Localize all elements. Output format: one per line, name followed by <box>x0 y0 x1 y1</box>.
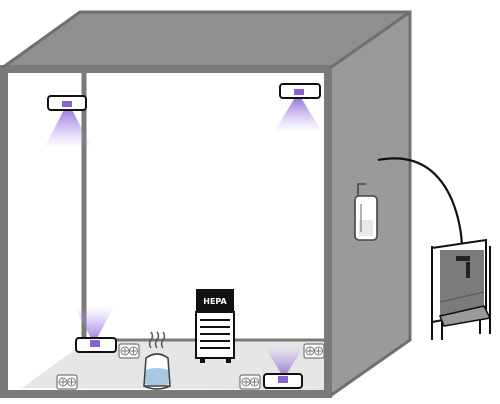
chamber-front-frame <box>0 65 332 398</box>
control-box-icon <box>431 238 492 340</box>
floor-fan-3 <box>239 374 261 390</box>
humidifier-icon <box>143 331 171 390</box>
sampling-bottle-icon <box>354 183 378 241</box>
floor-uv-lamp-right <box>263 346 304 389</box>
ceiling-uv-lamp-left <box>44 95 92 148</box>
sampling-tube <box>377 157 464 251</box>
floor-fan-1 <box>118 343 140 359</box>
hepa-label: HEPA <box>203 297 227 306</box>
hepa-air-purifier: HEPA <box>195 289 235 363</box>
floor-fan-2 <box>56 374 78 390</box>
floor-fan-4 <box>303 343 325 359</box>
floor-uv-lamp-left <box>74 306 117 353</box>
ceiling-uv-lamp-right <box>274 83 322 132</box>
chamber-top-face <box>2 12 410 68</box>
